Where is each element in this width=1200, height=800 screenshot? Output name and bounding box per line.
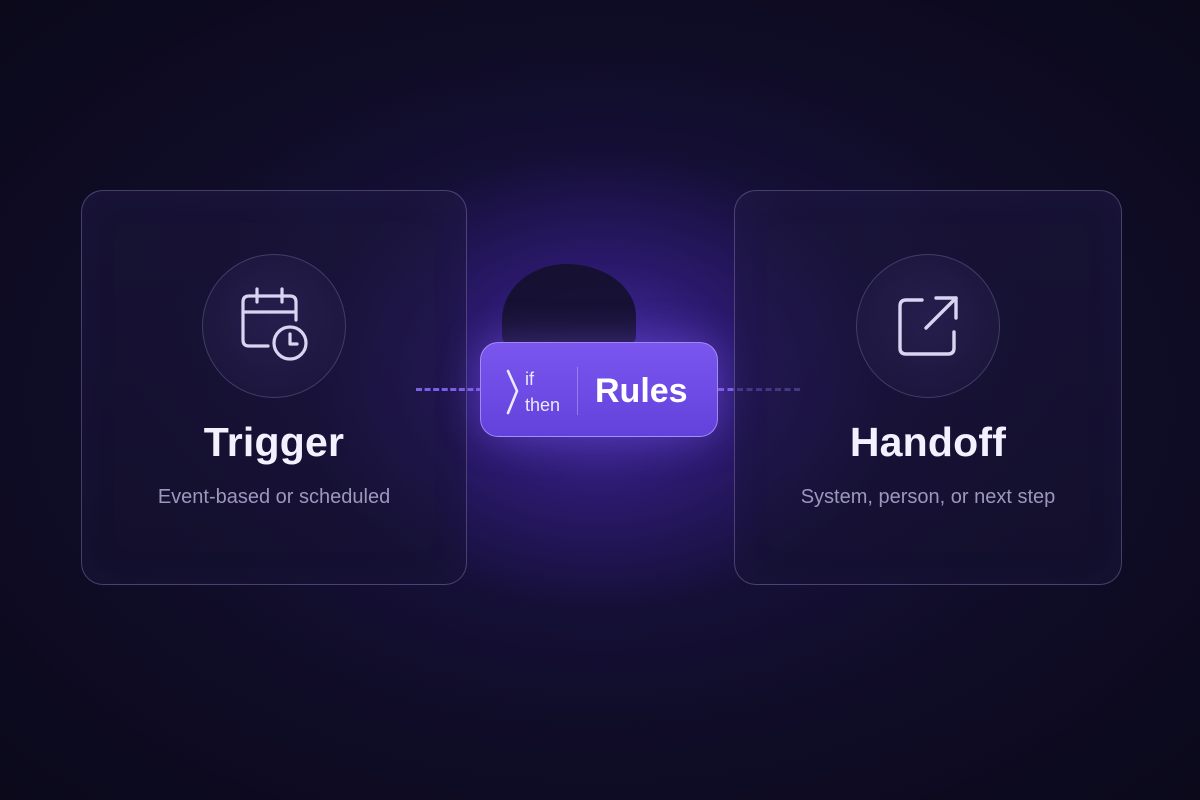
- rules-divider: [577, 367, 578, 415]
- trigger-title: Trigger: [203, 419, 345, 465]
- rules-node: if then Rules: [480, 342, 718, 437]
- trigger-subtitle: Event-based or scheduled: [157, 486, 391, 508]
- handoff-subtitle: System, person, or next step: [800, 486, 1056, 508]
- shadow-smudge: [502, 264, 636, 354]
- connector-trigger-rules: [416, 388, 482, 391]
- trigger-card: Trigger Event-based or scheduled: [81, 190, 467, 585]
- handoff-card: Handoff System, person, or next step: [734, 190, 1122, 585]
- handoff-icon-ring: [856, 254, 1000, 398]
- handoff-title: Handoff: [849, 419, 1007, 465]
- rules-then-label: then: [525, 395, 561, 415]
- external-link-icon: [898, 296, 958, 356]
- logic-bracket-icon: [506, 369, 519, 415]
- rules-if-label: if: [525, 369, 534, 389]
- trigger-icon-ring: [202, 254, 346, 398]
- calendar-clock-icon: [241, 287, 308, 361]
- rules-title: Rules: [595, 372, 688, 410]
